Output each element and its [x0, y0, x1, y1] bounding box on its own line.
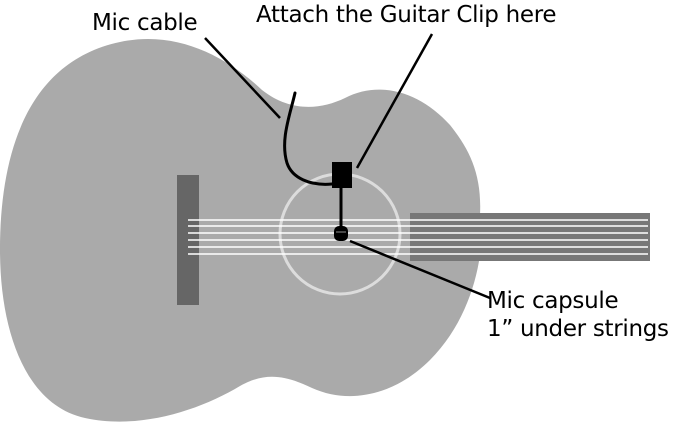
label-mic-capsule-line1: Mic capsule	[487, 288, 619, 314]
label-attach-clip: Attach the Guitar Clip here	[256, 2, 557, 28]
neck	[410, 213, 650, 261]
mic-cable	[283, 91, 334, 186]
leader-attach-clip	[355, 33, 434, 169]
leader-mic-capsule	[349, 239, 491, 300]
label-mic-capsule-line2: 1” under strings	[487, 316, 669, 342]
guitar-clip-icon	[332, 162, 352, 188]
strings	[188, 219, 648, 255]
label-mic-cable: Mic cable	[92, 10, 198, 36]
leader-mic-cable	[204, 37, 281, 119]
guitar-body	[0, 38, 481, 422]
label-mic-capsule: Mic capsule 1” under strings	[487, 287, 669, 343]
mic-capsule-icon	[334, 226, 348, 241]
